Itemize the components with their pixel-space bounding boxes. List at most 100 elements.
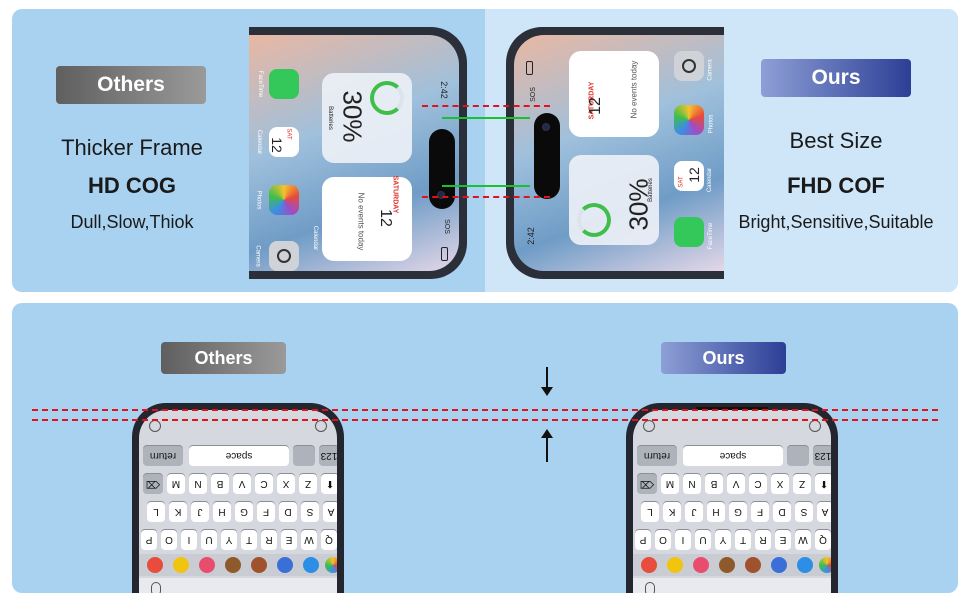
globe-icon[interactable] xyxy=(315,420,327,432)
key-t[interactable]: T xyxy=(241,530,257,550)
key-f[interactable]: F xyxy=(257,502,275,522)
key-s[interactable]: S xyxy=(795,502,813,522)
key-y[interactable]: Y xyxy=(221,530,237,550)
key-n[interactable]: N xyxy=(683,474,701,494)
key-u[interactable]: U xyxy=(695,530,711,550)
calendar-app-icon[interactable]: SAT 12 xyxy=(674,161,704,191)
space-key[interactable]: space xyxy=(189,446,289,466)
key-r[interactable]: R xyxy=(755,530,771,550)
mic-icon[interactable] xyxy=(149,420,161,432)
audio-icon[interactable] xyxy=(277,557,293,573)
key-v[interactable]: V xyxy=(233,474,251,494)
sticker-icon[interactable] xyxy=(641,557,657,573)
audio-icon[interactable] xyxy=(771,557,787,573)
key-i[interactable]: I xyxy=(181,530,197,550)
message-input-bar[interactable] xyxy=(139,578,337,593)
emoji-key[interactable] xyxy=(787,446,809,466)
numbers-key[interactable]: 123 xyxy=(813,446,831,466)
sticker-icon[interactable] xyxy=(745,557,761,573)
sticker-icon[interactable] xyxy=(147,557,163,573)
key-z[interactable]: Z xyxy=(299,474,317,494)
sticker-icon[interactable] xyxy=(667,557,683,573)
key-y[interactable]: Y xyxy=(715,530,731,550)
key-n[interactable]: N xyxy=(189,474,207,494)
photos-icon[interactable] xyxy=(325,557,337,573)
key-l[interactable]: L xyxy=(147,502,165,522)
appstore-icon[interactable] xyxy=(797,557,813,573)
key-v[interactable]: V xyxy=(727,474,745,494)
shift-key[interactable]: ⬆ xyxy=(815,474,831,494)
key-i[interactable]: I xyxy=(675,530,691,550)
shift-key[interactable]: ⬆ xyxy=(321,474,337,494)
return-key[interactable]: return xyxy=(637,446,677,466)
sticker-icon[interactable] xyxy=(173,557,189,573)
key-e[interactable]: E xyxy=(281,530,297,550)
photos-icon[interactable] xyxy=(819,557,831,573)
key-r[interactable]: R xyxy=(261,530,277,550)
key-o[interactable]: O xyxy=(655,530,671,550)
delete-key[interactable]: ⌫ xyxy=(637,474,657,494)
key-u[interactable]: U xyxy=(201,530,217,550)
message-input-bar[interactable] xyxy=(633,578,831,593)
key-k[interactable]: K xyxy=(663,502,681,522)
key-e[interactable]: E xyxy=(775,530,791,550)
calendar-app-icon[interactable]: SAT 12 xyxy=(269,127,299,157)
key-z[interactable]: Z xyxy=(793,474,811,494)
key-g[interactable]: G xyxy=(729,502,747,522)
photos-icon[interactable] xyxy=(674,105,704,135)
key-b[interactable]: B xyxy=(705,474,723,494)
space-key[interactable]: space xyxy=(683,446,783,466)
key-c[interactable]: C xyxy=(749,474,767,494)
key-h[interactable]: H xyxy=(707,502,725,522)
key-t[interactable]: T xyxy=(735,530,751,550)
emoji-key[interactable] xyxy=(293,446,315,466)
key-d[interactable]: D xyxy=(279,502,297,522)
key-q[interactable]: Q xyxy=(815,530,831,550)
camera-icon[interactable] xyxy=(674,51,704,81)
sticker-icon[interactable] xyxy=(719,557,735,573)
key-s[interactable]: S xyxy=(301,502,319,522)
appstore-icon[interactable] xyxy=(303,557,319,573)
key-g[interactable]: G xyxy=(235,502,253,522)
key-l[interactable]: L xyxy=(641,502,659,522)
others-display-type: HD COG xyxy=(88,173,176,198)
key-m[interactable]: M xyxy=(661,474,679,494)
camera-icon[interactable] xyxy=(269,241,299,271)
facetime-icon[interactable] xyxy=(269,69,299,99)
mic-icon[interactable] xyxy=(643,420,655,432)
dictation-icon[interactable] xyxy=(645,582,655,593)
globe-icon[interactable] xyxy=(809,420,821,432)
key-h[interactable]: H xyxy=(213,502,231,522)
key-a[interactable]: A xyxy=(323,502,337,522)
dictation-icon[interactable] xyxy=(151,582,161,593)
key-x[interactable]: X xyxy=(277,474,295,494)
music-icon[interactable] xyxy=(693,557,709,573)
key-f[interactable]: F xyxy=(751,502,769,522)
key-q[interactable]: Q xyxy=(321,530,337,550)
numbers-key[interactable]: 123 xyxy=(319,446,337,466)
key-a[interactable]: A xyxy=(817,502,831,522)
return-key[interactable]: return xyxy=(143,446,183,466)
music-icon[interactable] xyxy=(199,557,215,573)
key-m[interactable]: M xyxy=(167,474,185,494)
facetime-icon[interactable] xyxy=(674,217,704,247)
key-b[interactable]: B xyxy=(211,474,229,494)
key-c[interactable]: C xyxy=(255,474,273,494)
sticker-icon[interactable] xyxy=(225,557,241,573)
sticker-icon[interactable] xyxy=(251,557,267,573)
others-badge-bottom: Others xyxy=(161,342,286,374)
key-w[interactable]: W xyxy=(795,530,811,550)
key-d[interactable]: D xyxy=(773,502,791,522)
key-j[interactable]: J xyxy=(191,502,209,522)
photos-icon[interactable] xyxy=(269,185,299,215)
key-p[interactable]: P xyxy=(141,530,157,550)
key-o[interactable]: O xyxy=(161,530,177,550)
arrow-down-icon xyxy=(541,387,553,396)
calendar-date: 12 xyxy=(376,209,394,227)
key-j[interactable]: J xyxy=(685,502,703,522)
key-p[interactable]: P xyxy=(635,530,651,550)
key-x[interactable]: X xyxy=(771,474,789,494)
key-w[interactable]: W xyxy=(301,530,317,550)
delete-key[interactable]: ⌫ xyxy=(143,474,163,494)
key-k[interactable]: K xyxy=(169,502,187,522)
